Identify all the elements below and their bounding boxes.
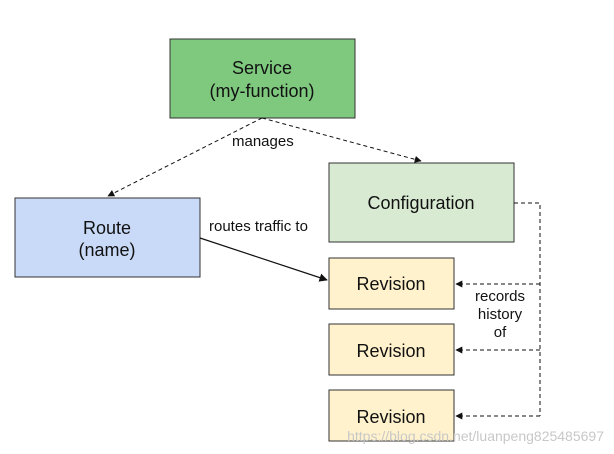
- configuration-history-trunk: [514, 202, 541, 416]
- manages-label: manages: [232, 133, 294, 150]
- revision-label-2: Revision: [356, 341, 425, 361]
- service-to-route-edge: [107, 117, 263, 197]
- revision-box-1: [328, 257, 455, 310]
- revision-box-3: [328, 389, 455, 442]
- records-history-label-line3: of: [494, 324, 507, 341]
- route-label: Route: [83, 218, 131, 238]
- service-node: Service (my-function): [169, 38, 356, 119]
- records-history-label-line2: history: [478, 306, 523, 323]
- revision-label-3: Revision: [356, 407, 425, 427]
- route-node: Route (name): [14, 197, 201, 278]
- revision-label-1: Revision: [356, 274, 425, 294]
- configuration-node: Configuration: [328, 162, 515, 243]
- revision-node-2: Revision: [328, 323, 455, 376]
- revision-box-2: [328, 323, 455, 376]
- records-history-label-bg: [470, 287, 530, 343]
- service-box: [169, 38, 356, 119]
- service-sublabel: (my-function): [209, 81, 314, 101]
- route-to-revision-edge: [199, 237, 328, 282]
- service-label: Service: [232, 58, 292, 78]
- revision-node-1: Revision: [328, 257, 455, 310]
- configuration-box: [328, 162, 515, 243]
- routes-traffic-label: routes traffic to: [209, 218, 308, 235]
- configuration-label: Configuration: [367, 193, 474, 213]
- records-history-label-line1: records: [475, 288, 525, 305]
- route-sublabel: (name): [78, 240, 135, 260]
- watermark-text: https://blog.csdn.net/luanpeng825485697: [347, 428, 604, 444]
- revision-node-3: Revision: [328, 389, 455, 442]
- route-box: [14, 197, 201, 278]
